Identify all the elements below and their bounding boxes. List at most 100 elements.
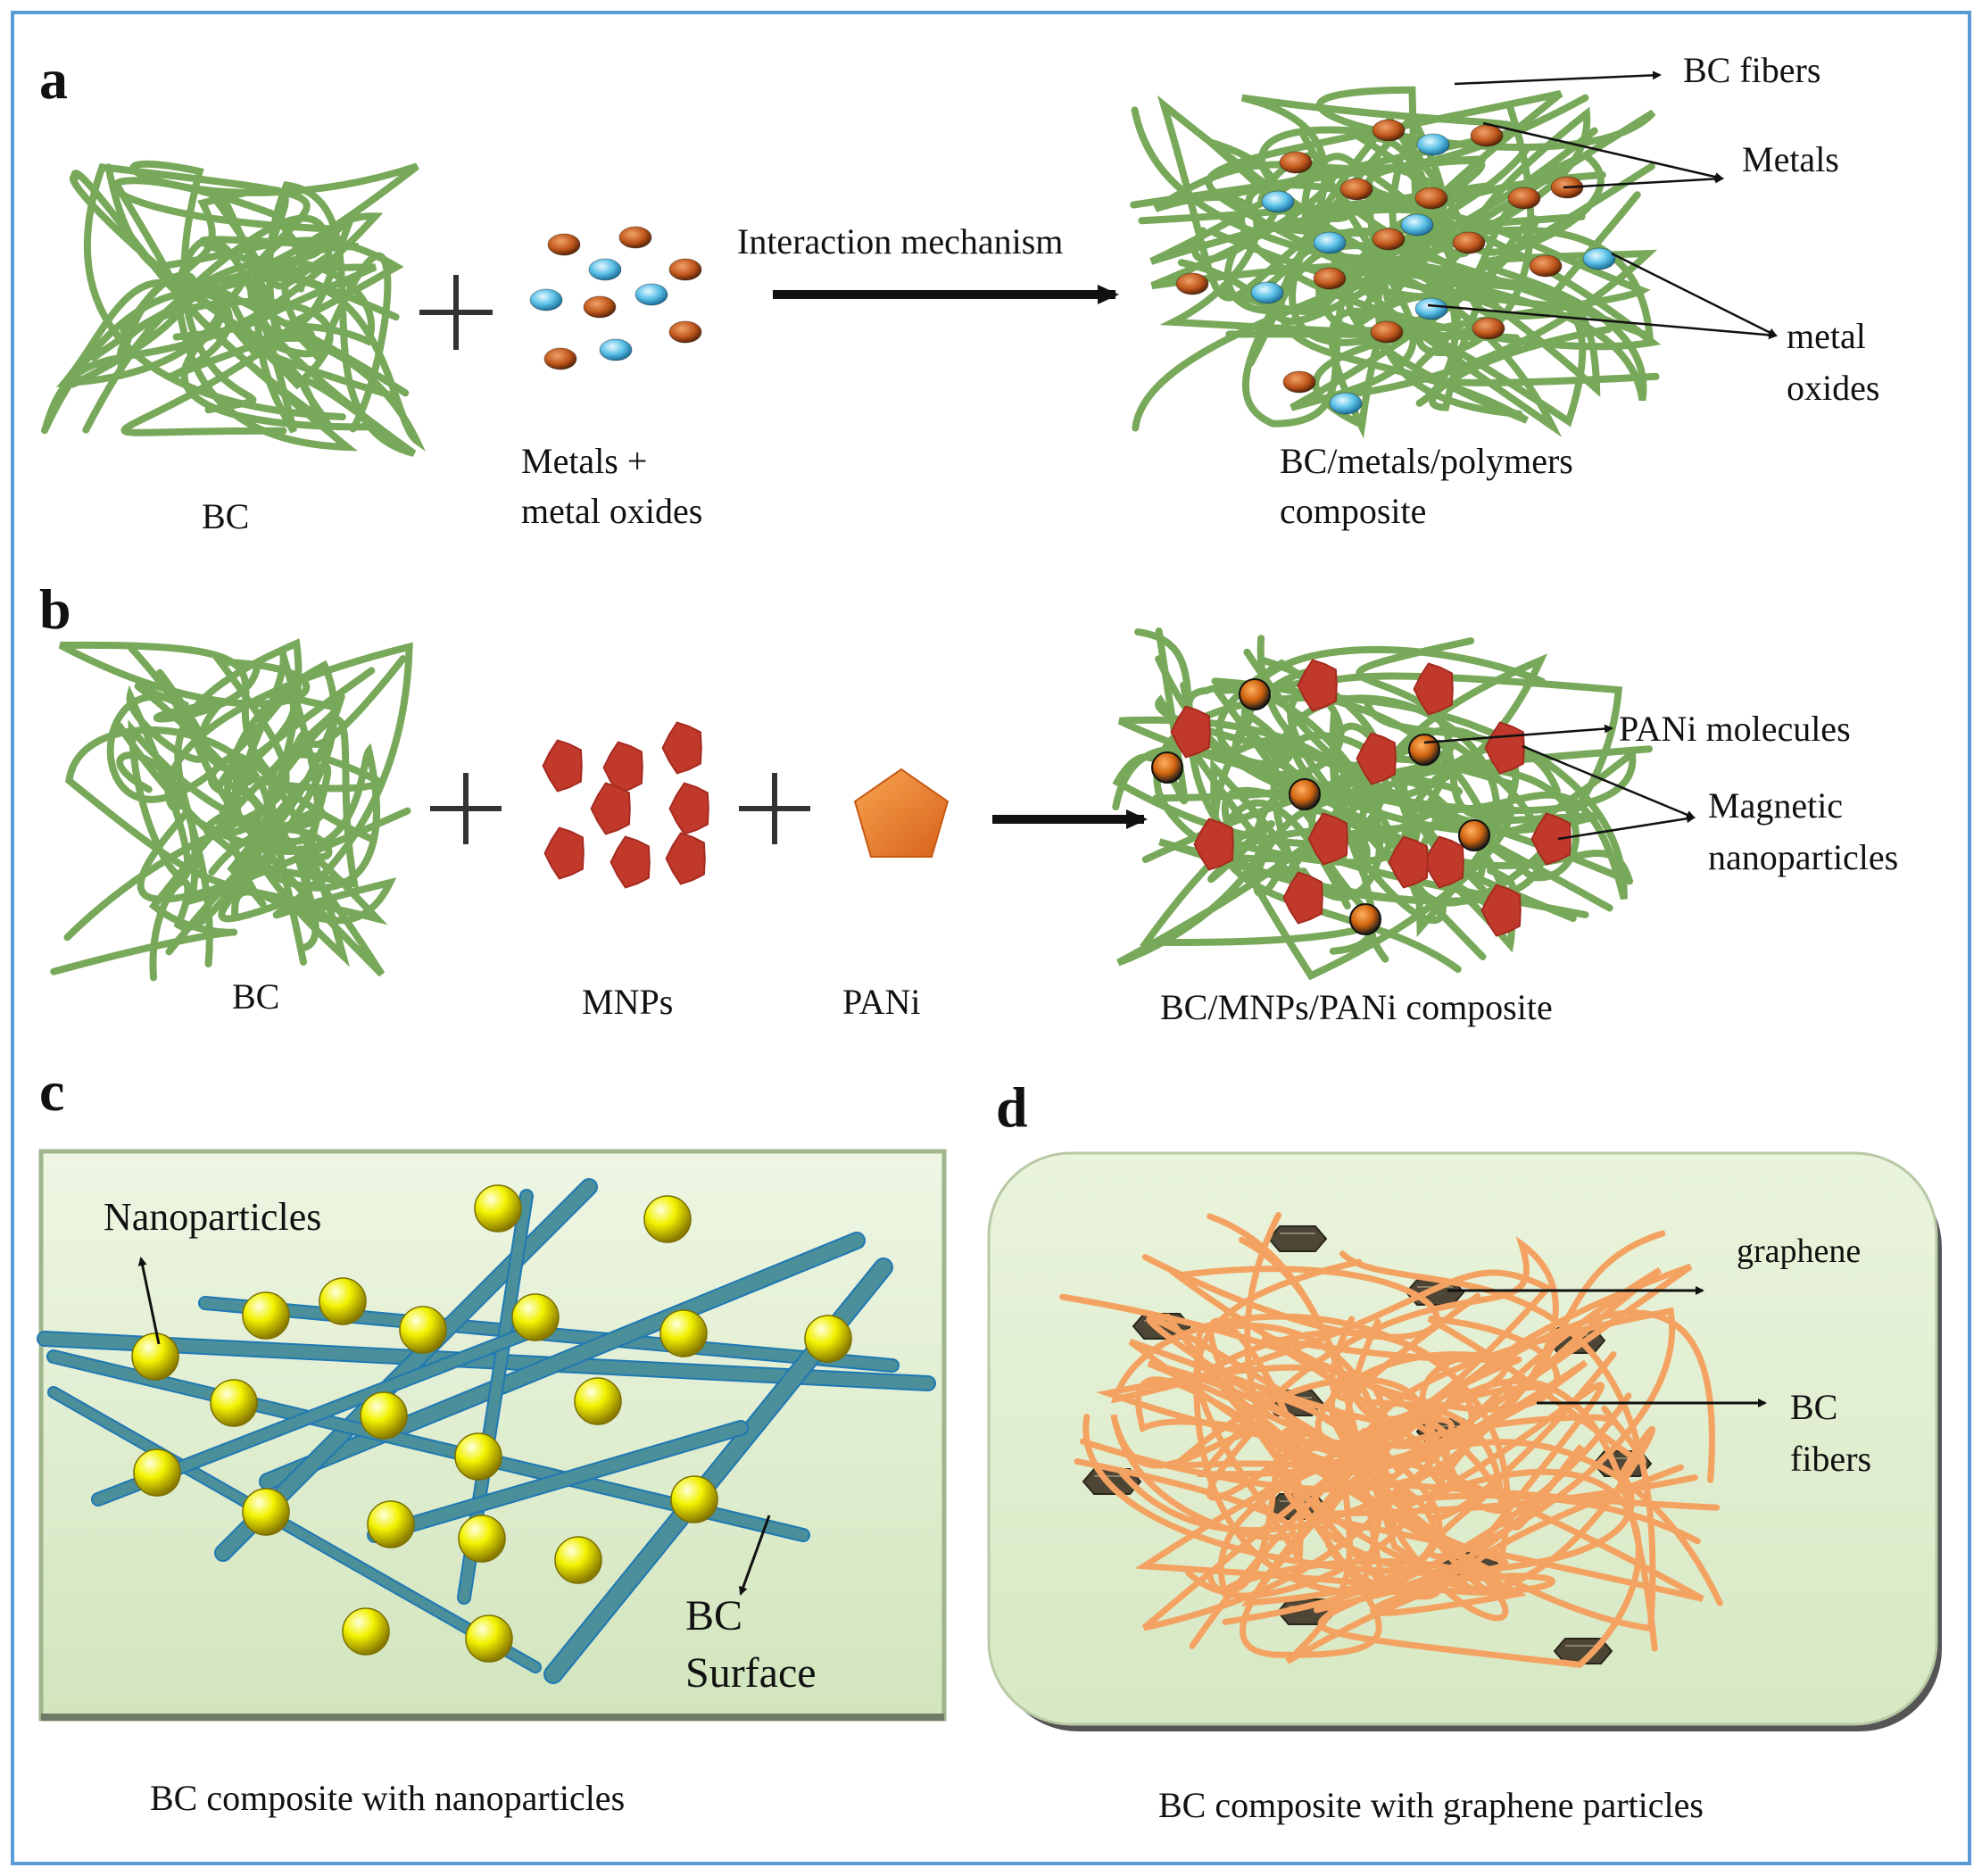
mnp-blob xyxy=(610,835,651,889)
mnp-blob xyxy=(668,782,709,835)
mnp-blob xyxy=(543,826,585,880)
oxide-particle xyxy=(1250,281,1284,304)
bc-fiber-network-a xyxy=(41,160,427,457)
callout-metals: Metals xyxy=(1742,139,1839,179)
bc-rod xyxy=(261,1233,864,1489)
oxide-particle xyxy=(1313,231,1347,254)
bc-fiber xyxy=(65,726,388,952)
yellow-nanoparticle xyxy=(210,1379,258,1427)
metal-particle xyxy=(543,347,577,370)
mnps-label: MNPs xyxy=(582,982,673,1022)
bc-rod xyxy=(369,1422,747,1541)
pani-molecule xyxy=(1289,778,1321,810)
oxide-particle xyxy=(599,338,633,361)
yellow-nanoparticle xyxy=(360,1391,408,1440)
panel-d: d graphene BC fibers BC composite with g… xyxy=(987,1075,1942,1825)
metal-particle xyxy=(1313,267,1347,290)
mnp-blob xyxy=(661,721,702,775)
oxide-particle xyxy=(1582,247,1616,270)
panel-c-caption: BC composite with nanoparticles xyxy=(150,1778,625,1818)
bc-surface-pointer xyxy=(739,1515,771,1596)
mnp-blob xyxy=(602,741,643,794)
metal-particle xyxy=(668,258,702,281)
arrow-label-interaction: Interaction mechanism xyxy=(737,221,1063,261)
metal-particle xyxy=(668,320,702,344)
yellow-nanoparticle xyxy=(131,1332,179,1381)
yellow-nanoparticle xyxy=(133,1449,181,1497)
yellow-nanoparticle xyxy=(242,1291,290,1340)
bc-label-b: BC xyxy=(232,976,279,1017)
panel-a-letter: a xyxy=(39,47,68,111)
yellow-nanoparticle xyxy=(319,1277,367,1325)
plus-sign-a xyxy=(419,275,493,350)
bc-fiber-network-b xyxy=(50,638,413,982)
product-label-a-line1: BC/metals/polymers xyxy=(1280,441,1573,481)
callout-pani-molecules: PANi molecules xyxy=(1619,709,1851,749)
orange-fiber xyxy=(1322,1359,1723,1606)
bc-fiber xyxy=(208,752,333,876)
bc-surface-label-line2: Surface xyxy=(685,1649,817,1697)
pani-pentagon xyxy=(853,768,950,858)
product-label-b: BC/MNPs/PANi composite xyxy=(1160,987,1553,1027)
metal-particle xyxy=(1339,178,1373,201)
orange-fiber xyxy=(1135,1250,1656,1632)
metal-particle xyxy=(1507,187,1541,210)
callout-lines-b xyxy=(1423,724,1696,841)
bc-fiber xyxy=(1138,182,1660,386)
yellow-nanoparticle xyxy=(574,1377,622,1425)
metal-particle xyxy=(1452,231,1486,254)
callout-magnetic-line1: Magnetic xyxy=(1708,785,1843,826)
graphene-label: graphene xyxy=(1737,1233,1861,1270)
pani-molecule xyxy=(1349,903,1381,935)
metal-and-oxide-particles xyxy=(529,226,702,370)
panel-c-letter: c xyxy=(39,1059,64,1123)
callout-lines-a xyxy=(1427,71,1778,340)
oxide-particle xyxy=(1416,133,1450,156)
bc-fiber xyxy=(1205,89,1654,367)
bc-rod xyxy=(216,1180,596,1560)
pani-molecule xyxy=(1239,678,1271,710)
yellow-nanoparticle xyxy=(454,1432,502,1481)
pani-label: PANi xyxy=(842,982,920,1022)
callout-oxides-line2: oxides xyxy=(1787,368,1879,408)
bc-fiber xyxy=(104,160,419,414)
orange-fiber xyxy=(1147,1307,1676,1598)
orange-bc-fibers xyxy=(1059,1212,1723,1668)
metal-particle xyxy=(547,233,581,256)
yellow-nanoparticle xyxy=(399,1306,447,1354)
bc-composite-network-b xyxy=(1112,627,1653,981)
panel-b-letter: b xyxy=(39,577,71,641)
orange-fiber xyxy=(1314,1292,1505,1515)
metal-particle xyxy=(1175,272,1209,295)
oxide-particle xyxy=(1414,297,1448,320)
panel-d-caption: BC composite with graphene particles xyxy=(1158,1785,1704,1825)
bc-fibers-label-line1: BC xyxy=(1790,1387,1837,1427)
graphene-flake xyxy=(1267,1225,1328,1252)
panel-b: b BC MNPs PANi BC/MNPs/PANi composite PA… xyxy=(39,577,1898,1027)
bc-fiber xyxy=(221,181,417,457)
metal-particle xyxy=(1279,151,1313,174)
panel-d-letter: d xyxy=(996,1075,1028,1139)
plus-sign-b2 xyxy=(739,773,810,844)
yellow-nanoparticle xyxy=(342,1607,390,1656)
mnp-blob xyxy=(1388,835,1429,889)
bc-fiber xyxy=(106,643,386,977)
metal-particle xyxy=(1372,228,1406,251)
yellow-nanoparticle xyxy=(474,1184,522,1233)
pani-molecule xyxy=(1458,819,1490,851)
metal-particle xyxy=(1470,124,1504,147)
callout-bc-fibers: BC fibers xyxy=(1683,50,1820,90)
bc-fibers-label-line2: fibers xyxy=(1790,1439,1871,1479)
oxide-particle xyxy=(529,288,563,311)
bc-fiber xyxy=(116,278,358,452)
mnp-blob xyxy=(1413,662,1454,716)
bc-fiber xyxy=(241,655,407,889)
mnp-blob xyxy=(1193,818,1234,871)
yellow-nanoparticle xyxy=(458,1515,506,1563)
mnp-blob xyxy=(1480,884,1522,937)
reactant-label-line1: Metals + xyxy=(521,441,647,481)
figure-frame xyxy=(11,11,1971,1865)
orange-fiber xyxy=(1096,1316,1424,1599)
